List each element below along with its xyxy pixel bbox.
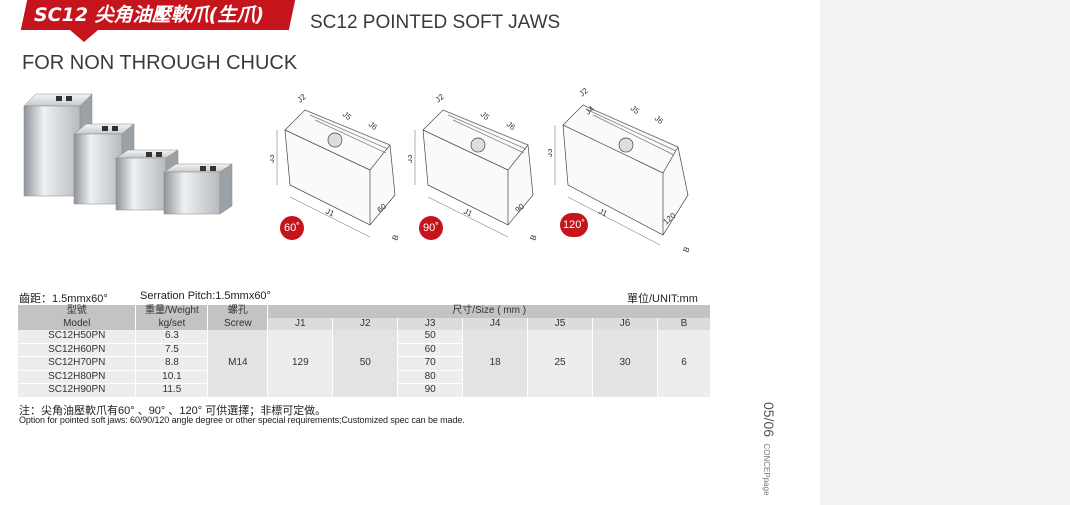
- header-screw-en: Screw: [207, 317, 269, 330]
- header-screw-cn: 螺孔: [207, 305, 269, 318]
- cell-model: SC12H80PN: [18, 370, 137, 384]
- product-title: SC12 POINTED SOFT JAWS: [310, 12, 561, 33]
- catalog-page: SC12 尖角油壓軟爪(生爪) SC12 POINTED SOFT JAWS F…: [0, 0, 820, 505]
- note-cn: 注：尖角油壓軟爪有60° 、90° 、120° 可供選擇；非標可定做。: [19, 405, 327, 417]
- note-en: Option for pointed soft jaws: 60/90/120 …: [19, 415, 465, 425]
- header-model-cn: 型號: [18, 305, 137, 318]
- page-label: CONCEPpage: [762, 443, 771, 496]
- header-model-en: Model: [18, 317, 137, 330]
- header-j2: J2: [332, 317, 399, 330]
- table-row: SC12H50PN 6.3 M14 129 50 50 18 25 30 6: [18, 330, 712, 398]
- cell-weight: 11.5: [135, 383, 209, 398]
- label-j1: J1: [324, 207, 336, 219]
- cell-weight: 10.1: [135, 370, 209, 384]
- label-j5: J5: [341, 110, 354, 123]
- jaw-diagram-90: J2 J5 J6 J3 J1 90 B: [408, 92, 539, 242]
- cell-model: SC12H60PN: [18, 343, 137, 357]
- header-weight-en: kg/set: [135, 317, 209, 330]
- cell-b: 6: [657, 330, 712, 398]
- cell-j4: 18: [462, 330, 529, 398]
- angle-badge-60: 60˚: [280, 216, 304, 240]
- header-b: B: [657, 317, 712, 330]
- label-j6: J6: [653, 114, 666, 127]
- label-j1: J1: [597, 207, 609, 219]
- label-j5: J5: [629, 104, 642, 117]
- cell-screw: M14: [207, 330, 269, 398]
- cell-j2: 50: [332, 330, 399, 398]
- table-row: SC12H90PN 11.5 90: [18, 383, 711, 398]
- header-j3: J3: [397, 317, 464, 330]
- cell-model: SC12H70PN: [18, 356, 137, 371]
- cell-j3: 70: [397, 356, 464, 371]
- label-j3: J3: [548, 148, 554, 157]
- header-j1: J1: [267, 317, 334, 330]
- jaw-diagram-60: J2 J5 J6 J3 J1 60 B: [270, 92, 401, 242]
- spec-table: 型號 重量/Weight 螺孔 尺寸/Size ( mm ) Model kg/…: [18, 305, 712, 398]
- cell-j1: 129: [267, 330, 334, 398]
- label-j5: J5: [479, 110, 492, 123]
- label-j2: J2: [296, 92, 309, 105]
- cell-j6: 30: [592, 330, 658, 398]
- page-number: 05/06 CONCEPpage: [759, 402, 777, 496]
- cell-model: SC12H90PN: [18, 383, 137, 398]
- label-j6: J6: [367, 120, 380, 133]
- header-row-1: 型號 重量/Weight 螺孔 尺寸/Size ( mm ): [18, 305, 711, 318]
- cell-j3: 50: [397, 330, 464, 344]
- header-size: 尺寸/Size ( mm ): [267, 305, 711, 318]
- cell-weight: 7.5: [135, 343, 209, 357]
- cell-j3: 60: [397, 343, 464, 357]
- cell-j5: 25: [527, 330, 594, 398]
- jaw-block-smallest: [163, 163, 233, 215]
- header-j6: J6: [592, 317, 658, 330]
- label-b: B: [528, 234, 538, 242]
- label-j3: J3: [270, 154, 276, 163]
- label-j6: J6: [505, 120, 518, 133]
- label-j2: J2: [578, 86, 591, 99]
- page-number-value: 05/06: [761, 402, 777, 438]
- label-b: B: [390, 234, 400, 242]
- header-row-2: Model kg/set Screw J1 J2 J3 J4 J5 J6 B: [18, 317, 712, 330]
- cell-j3: 80: [397, 370, 464, 384]
- serration-pitch-cn: 齒距：1.5mmx60°: [19, 293, 108, 305]
- product-subtitle: FOR NON THROUGH CHUCK: [22, 52, 298, 74]
- cell-weight: 8.8: [135, 356, 209, 371]
- jaw-diagram-120: J2 J4 J5 J6 J3 J1 120 B: [548, 86, 692, 254]
- label-j3: J3: [408, 154, 414, 163]
- table-row: SC12H80PN 10.1 80: [18, 370, 711, 384]
- cell-j3: 90: [397, 383, 464, 398]
- label-b: B: [681, 246, 691, 254]
- table-row: SC12H60PN 7.5 60: [18, 343, 711, 357]
- header-j4: J4: [462, 317, 529, 330]
- label-j2: J2: [434, 92, 447, 105]
- banner-text: SC12 尖角油壓軟爪(生爪): [34, 4, 265, 26]
- product-banner: SC12 尖角油壓軟爪(生爪): [20, 0, 296, 30]
- soft-jaws-photo: [23, 93, 233, 215]
- header-j5: J5: [527, 317, 594, 330]
- angle-badge-120: 120˚: [560, 213, 588, 237]
- angle-badge-90: 90˚: [419, 216, 443, 240]
- unit-label: 單位/UNIT:mm: [627, 293, 698, 305]
- banner-pointer: [70, 30, 98, 42]
- serration-pitch-en: Serration Pitch:1.5mmx60°: [140, 290, 271, 302]
- table-row: SC12H70PN 8.8 70: [18, 356, 711, 371]
- header-weight-cn: 重量/Weight: [135, 305, 209, 318]
- cell-model: SC12H50PN: [18, 330, 137, 344]
- cell-weight: 6.3: [135, 330, 209, 344]
- label-j1: J1: [462, 207, 474, 219]
